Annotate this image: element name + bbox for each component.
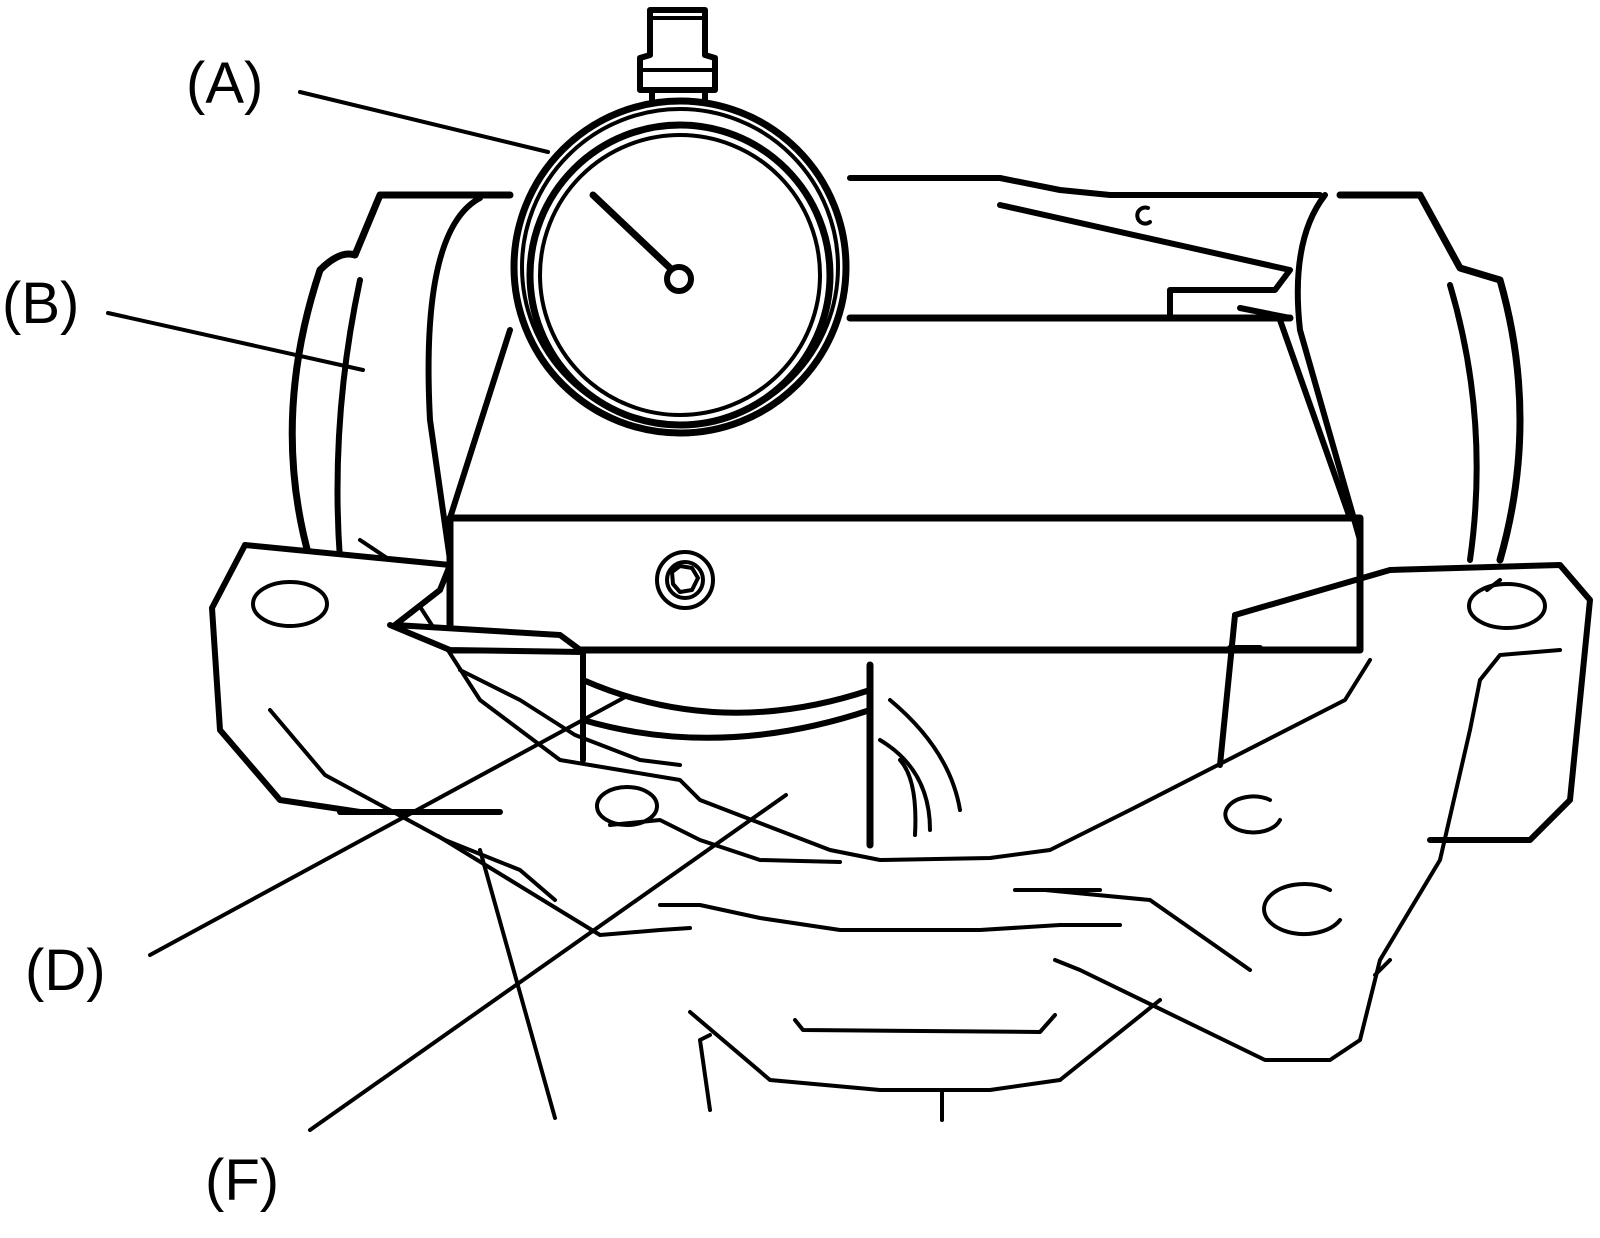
dial-gauge [510, 7, 850, 437]
leader-line-b [106, 311, 365, 372]
leader-line-a [298, 90, 550, 154]
piston [580, 649, 962, 849]
callout-label-f: (F) [205, 1148, 279, 1213]
callout-label-d: (D) [25, 938, 106, 1003]
leader-lines [106, 90, 788, 1132]
gauge-pivot [664, 264, 694, 294]
leader-line-d [148, 694, 629, 957]
callout-label-a: (A) [186, 51, 263, 116]
bleed-screw [655, 550, 715, 610]
caliper-body [209, 175, 1593, 843]
caliper-bracket [251, 538, 1562, 1122]
callout-label-b: (B) [2, 271, 79, 336]
callout-labels: (A) (B) (D) (F) [2, 51, 279, 1213]
leader-line-f [308, 793, 788, 1132]
gauge-needle [589, 191, 674, 272]
